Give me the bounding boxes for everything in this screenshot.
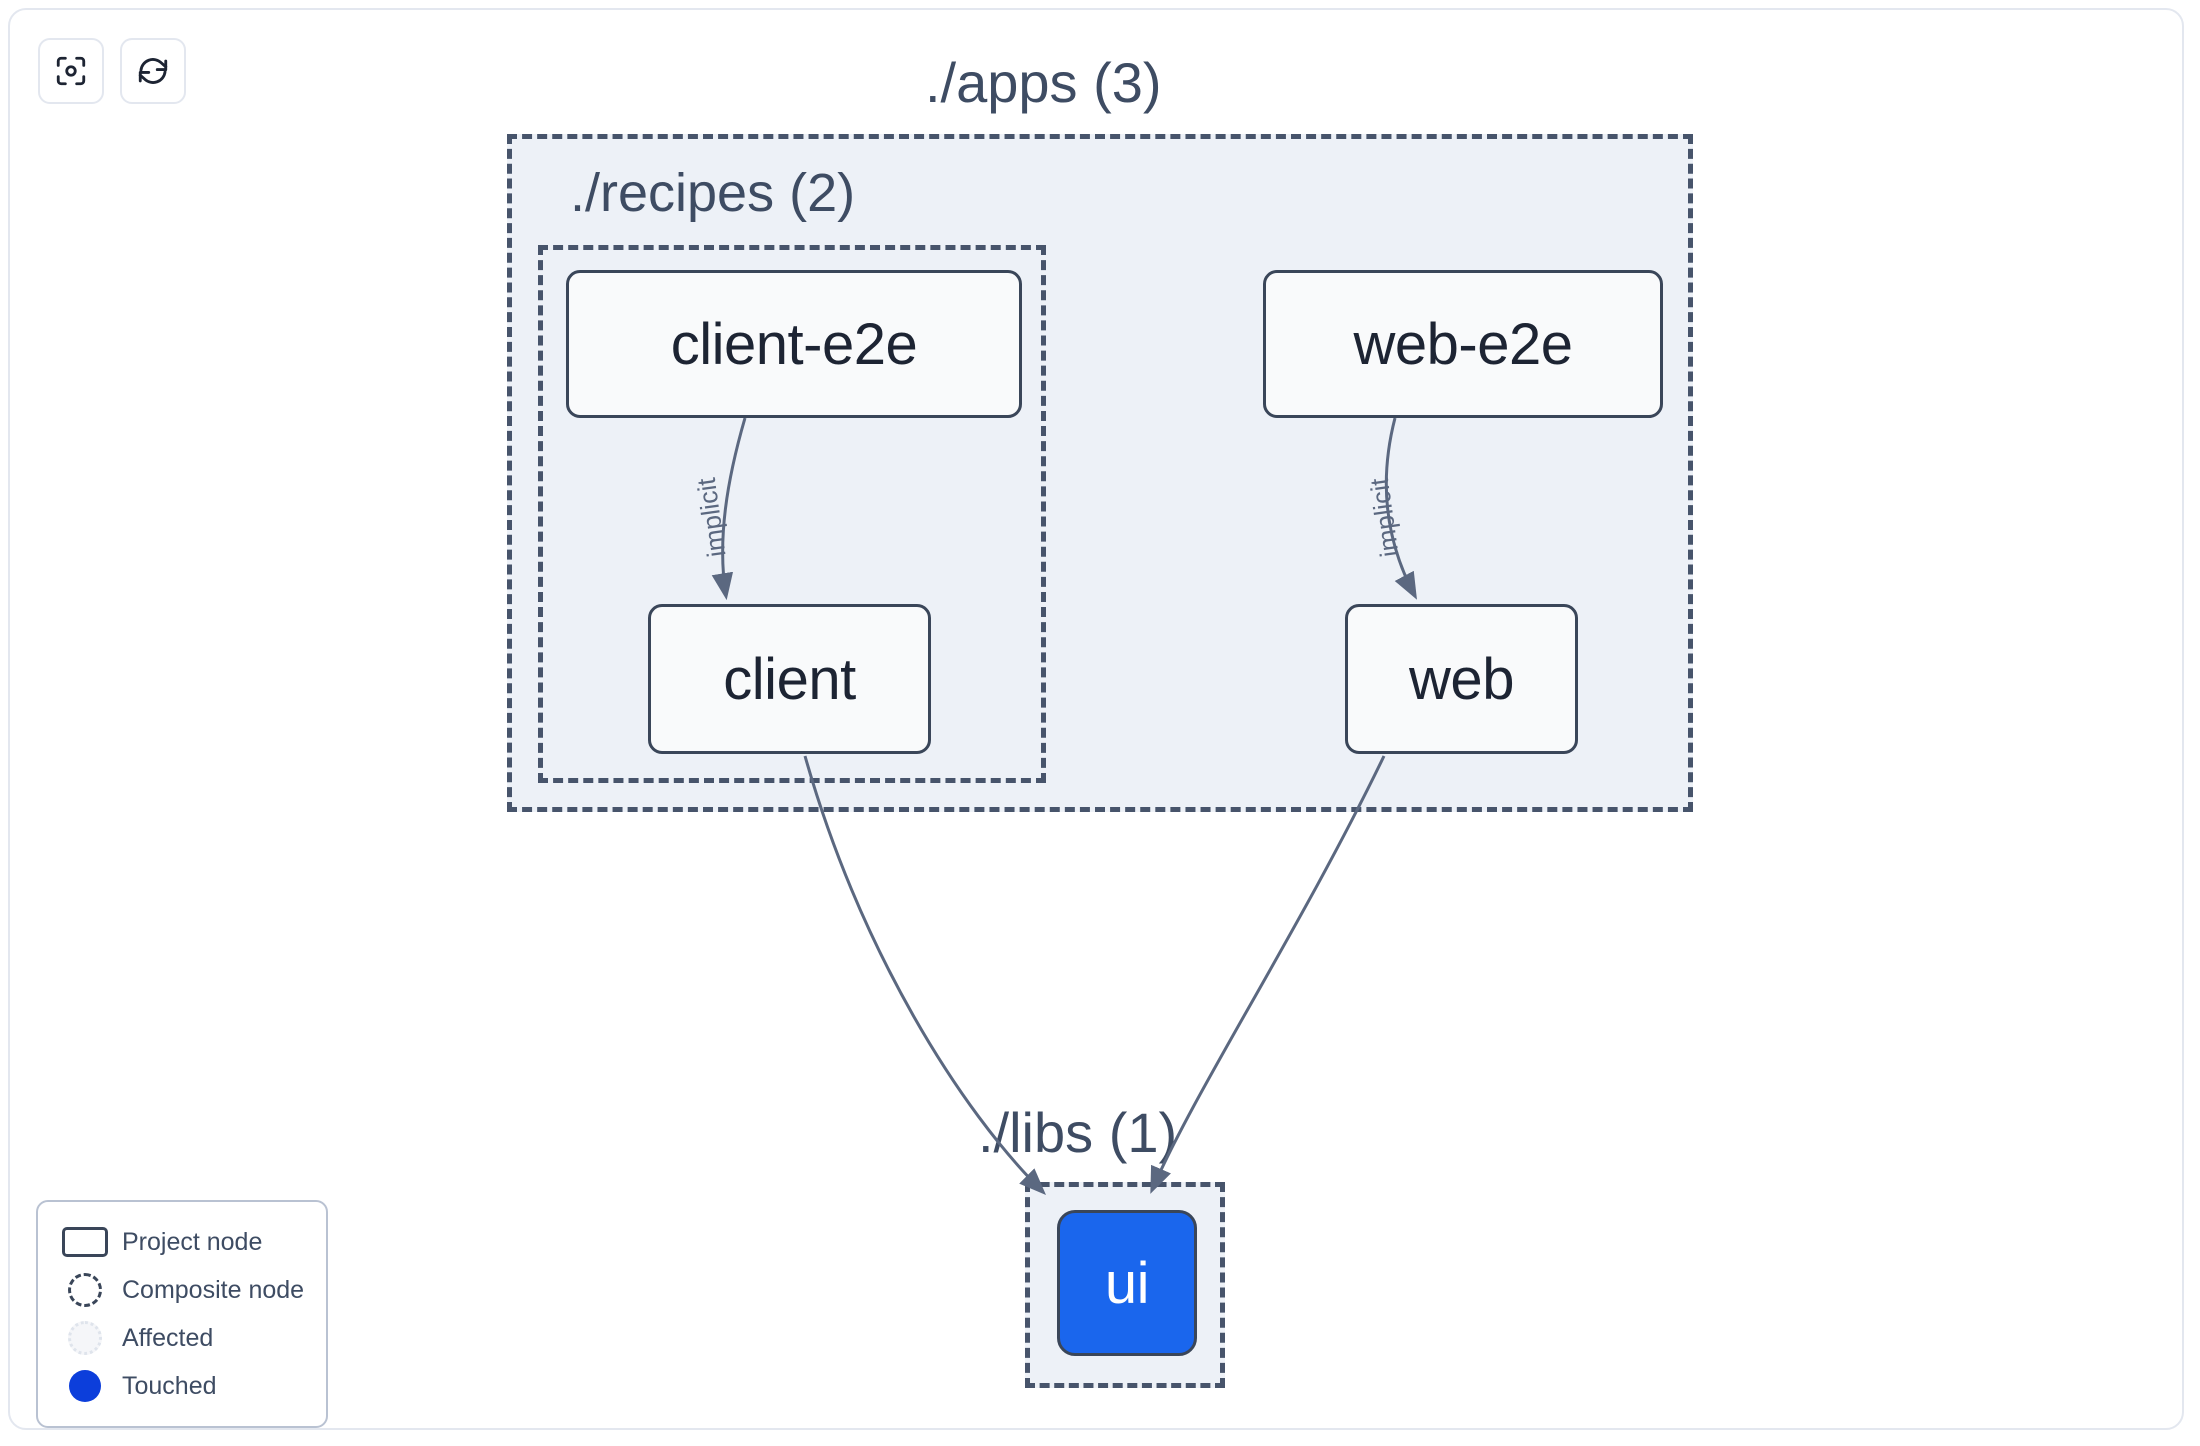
focus-target-icon — [54, 54, 88, 88]
focus-graph-button[interactable] — [38, 38, 104, 104]
legend-item-affected: Affected — [56, 1314, 308, 1362]
project-node-swatch — [56, 1227, 114, 1257]
composite-node-swatch — [56, 1273, 114, 1307]
group-label-recipes: ./recipes (2) — [570, 163, 856, 223]
legend-item-composite-node: Composite node — [56, 1266, 308, 1314]
touched-swatch — [56, 1370, 114, 1402]
legend-item-project-node: Project node — [56, 1218, 308, 1266]
group-label-apps: ./apps (3) — [925, 51, 1162, 114]
project-node-web[interactable]: web — [1345, 604, 1578, 754]
affected-swatch — [56, 1321, 114, 1355]
legend-label: Composite node — [122, 1275, 305, 1304]
refresh-sync-icon — [136, 54, 170, 88]
project-node-client-e2e[interactable]: client-e2e — [566, 270, 1022, 418]
group-label-libs: ./libs (1) — [978, 1101, 1178, 1164]
graph-legend: Project node Composite node Affected Tou… — [36, 1200, 328, 1428]
project-node-client[interactable]: client — [648, 604, 931, 754]
legend-item-touched: Touched — [56, 1362, 308, 1410]
project-node-ui[interactable]: ui — [1057, 1210, 1197, 1356]
refresh-graph-button[interactable] — [120, 38, 186, 104]
project-node-web-e2e[interactable]: web-e2e — [1263, 270, 1663, 418]
legend-label: Affected — [122, 1323, 214, 1352]
graph-toolbar — [38, 38, 186, 104]
legend-label: Touched — [122, 1371, 217, 1400]
legend-label: Project node — [122, 1227, 263, 1256]
